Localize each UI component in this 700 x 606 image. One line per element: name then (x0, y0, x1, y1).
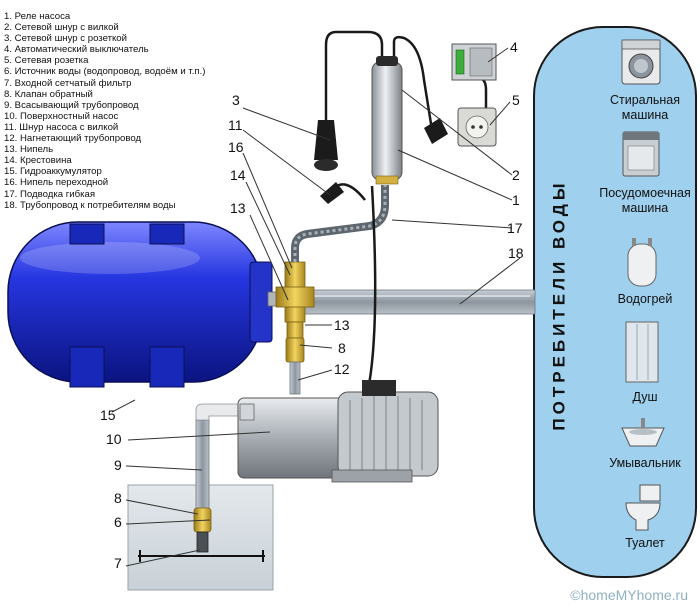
hydro-accumulator (7, 221, 289, 388)
power-cables (324, 30, 488, 391)
callout-7: 7 (114, 555, 122, 571)
consumer-label-water-heater: Водогрей (617, 292, 673, 306)
legend-item: 12. Нагнетающий трубопровод (4, 133, 142, 145)
legend-item: 11. Шнур насоса с вилкой (4, 121, 119, 133)
callout-13-lower: 13 (334, 317, 350, 333)
callout-2: 2 (512, 167, 520, 183)
wall-socket (424, 107, 497, 147)
toilet-icon (625, 484, 661, 531)
cross-fitting (275, 261, 315, 395)
legend-item: 14. Крестовина (4, 155, 72, 167)
callout-3: 3 (232, 92, 240, 108)
surface-pump (237, 380, 439, 483)
legend-item: 15. Гидроаккумулятор (4, 166, 102, 178)
consumer-label-shower: Душ (632, 390, 658, 404)
water-heater-icon (627, 238, 657, 287)
legend-item: 18. Трубопровод к потребителям воды (4, 199, 176, 211)
callout-12: 12 (334, 361, 350, 377)
callout-17: 17 (507, 220, 523, 236)
callout-6: 6 (114, 514, 122, 530)
legend-item: 8. Клапан обратный (4, 88, 93, 100)
callout-numbers: 3 11 16 14 13 13 8 12 4 5 2 1 17 18 15 1… (100, 39, 524, 571)
consumer-pipeline (289, 289, 536, 315)
suction-pipe (193, 403, 241, 553)
pressure-relay (371, 56, 403, 185)
legend-item: 4. Автоматический выключатель (4, 44, 149, 56)
consumer-label-toilet: Туалет (625, 536, 665, 550)
legend-item: 17. Подводка гибкая (4, 188, 96, 200)
callout-11: 11 (228, 117, 243, 133)
callout-1: 1 (512, 192, 520, 208)
callout-16: 16 (228, 139, 244, 155)
callout-14: 14 (230, 167, 246, 183)
legend-item: 5. Сетевая розетка (4, 55, 89, 67)
legend-item: 10. Поверхностный насос (4, 110, 119, 122)
callout-9: 9 (114, 457, 122, 473)
consumer-label-washbasin: Умывальник (609, 456, 681, 470)
callout-13-upper: 13 (230, 200, 246, 216)
legend-item: 7. Входной сетчатый фильтр (4, 77, 132, 89)
cord-socket (314, 120, 344, 204)
legend-item: 3. Сетевой шнур с розеткой (4, 33, 127, 45)
leader-lines (111, 47, 521, 567)
flexible-hose (293, 185, 387, 262)
circuit-breaker (451, 43, 497, 81)
relay-plug (424, 118, 448, 144)
dishwasher-icon (622, 131, 660, 177)
legend-list: 1. Реле насоса 2. Сетевой шнур с вилкой … (4, 11, 205, 211)
callout-5: 5 (512, 92, 520, 108)
washing-machine-icon (621, 39, 661, 85)
consumer-label-dishwasher: Посудомоечная машина (599, 186, 691, 215)
callout-8-upper: 8 (338, 340, 346, 356)
callout-10: 10 (106, 431, 122, 447)
shower-icon (625, 321, 659, 383)
legend-item: 16. Нипель переходной (4, 177, 109, 189)
callout-15: 15 (100, 407, 116, 423)
inlet-filter (196, 531, 209, 553)
legend-item: 2. Сетевой шнур с вилкой (4, 22, 119, 34)
legend-item: 1. Реле насоса (4, 11, 71, 22)
legend-item: 9. Всасывающий трубопровод (4, 99, 139, 111)
callout-8-lower: 8 (114, 490, 122, 506)
callout-18: 18 (508, 245, 524, 261)
watermark: ©homeMYhome.ru (570, 587, 688, 603)
pump-plug (320, 182, 344, 204)
washbasin-icon (621, 418, 665, 447)
legend-item: 13. Нипель (4, 144, 54, 156)
legend-item: 6. Источник воды (водопровод, водоём и т… (4, 66, 206, 78)
callout-4: 4 (510, 39, 518, 55)
consumer-label-washing-machine: Стиральная машина (609, 93, 681, 122)
